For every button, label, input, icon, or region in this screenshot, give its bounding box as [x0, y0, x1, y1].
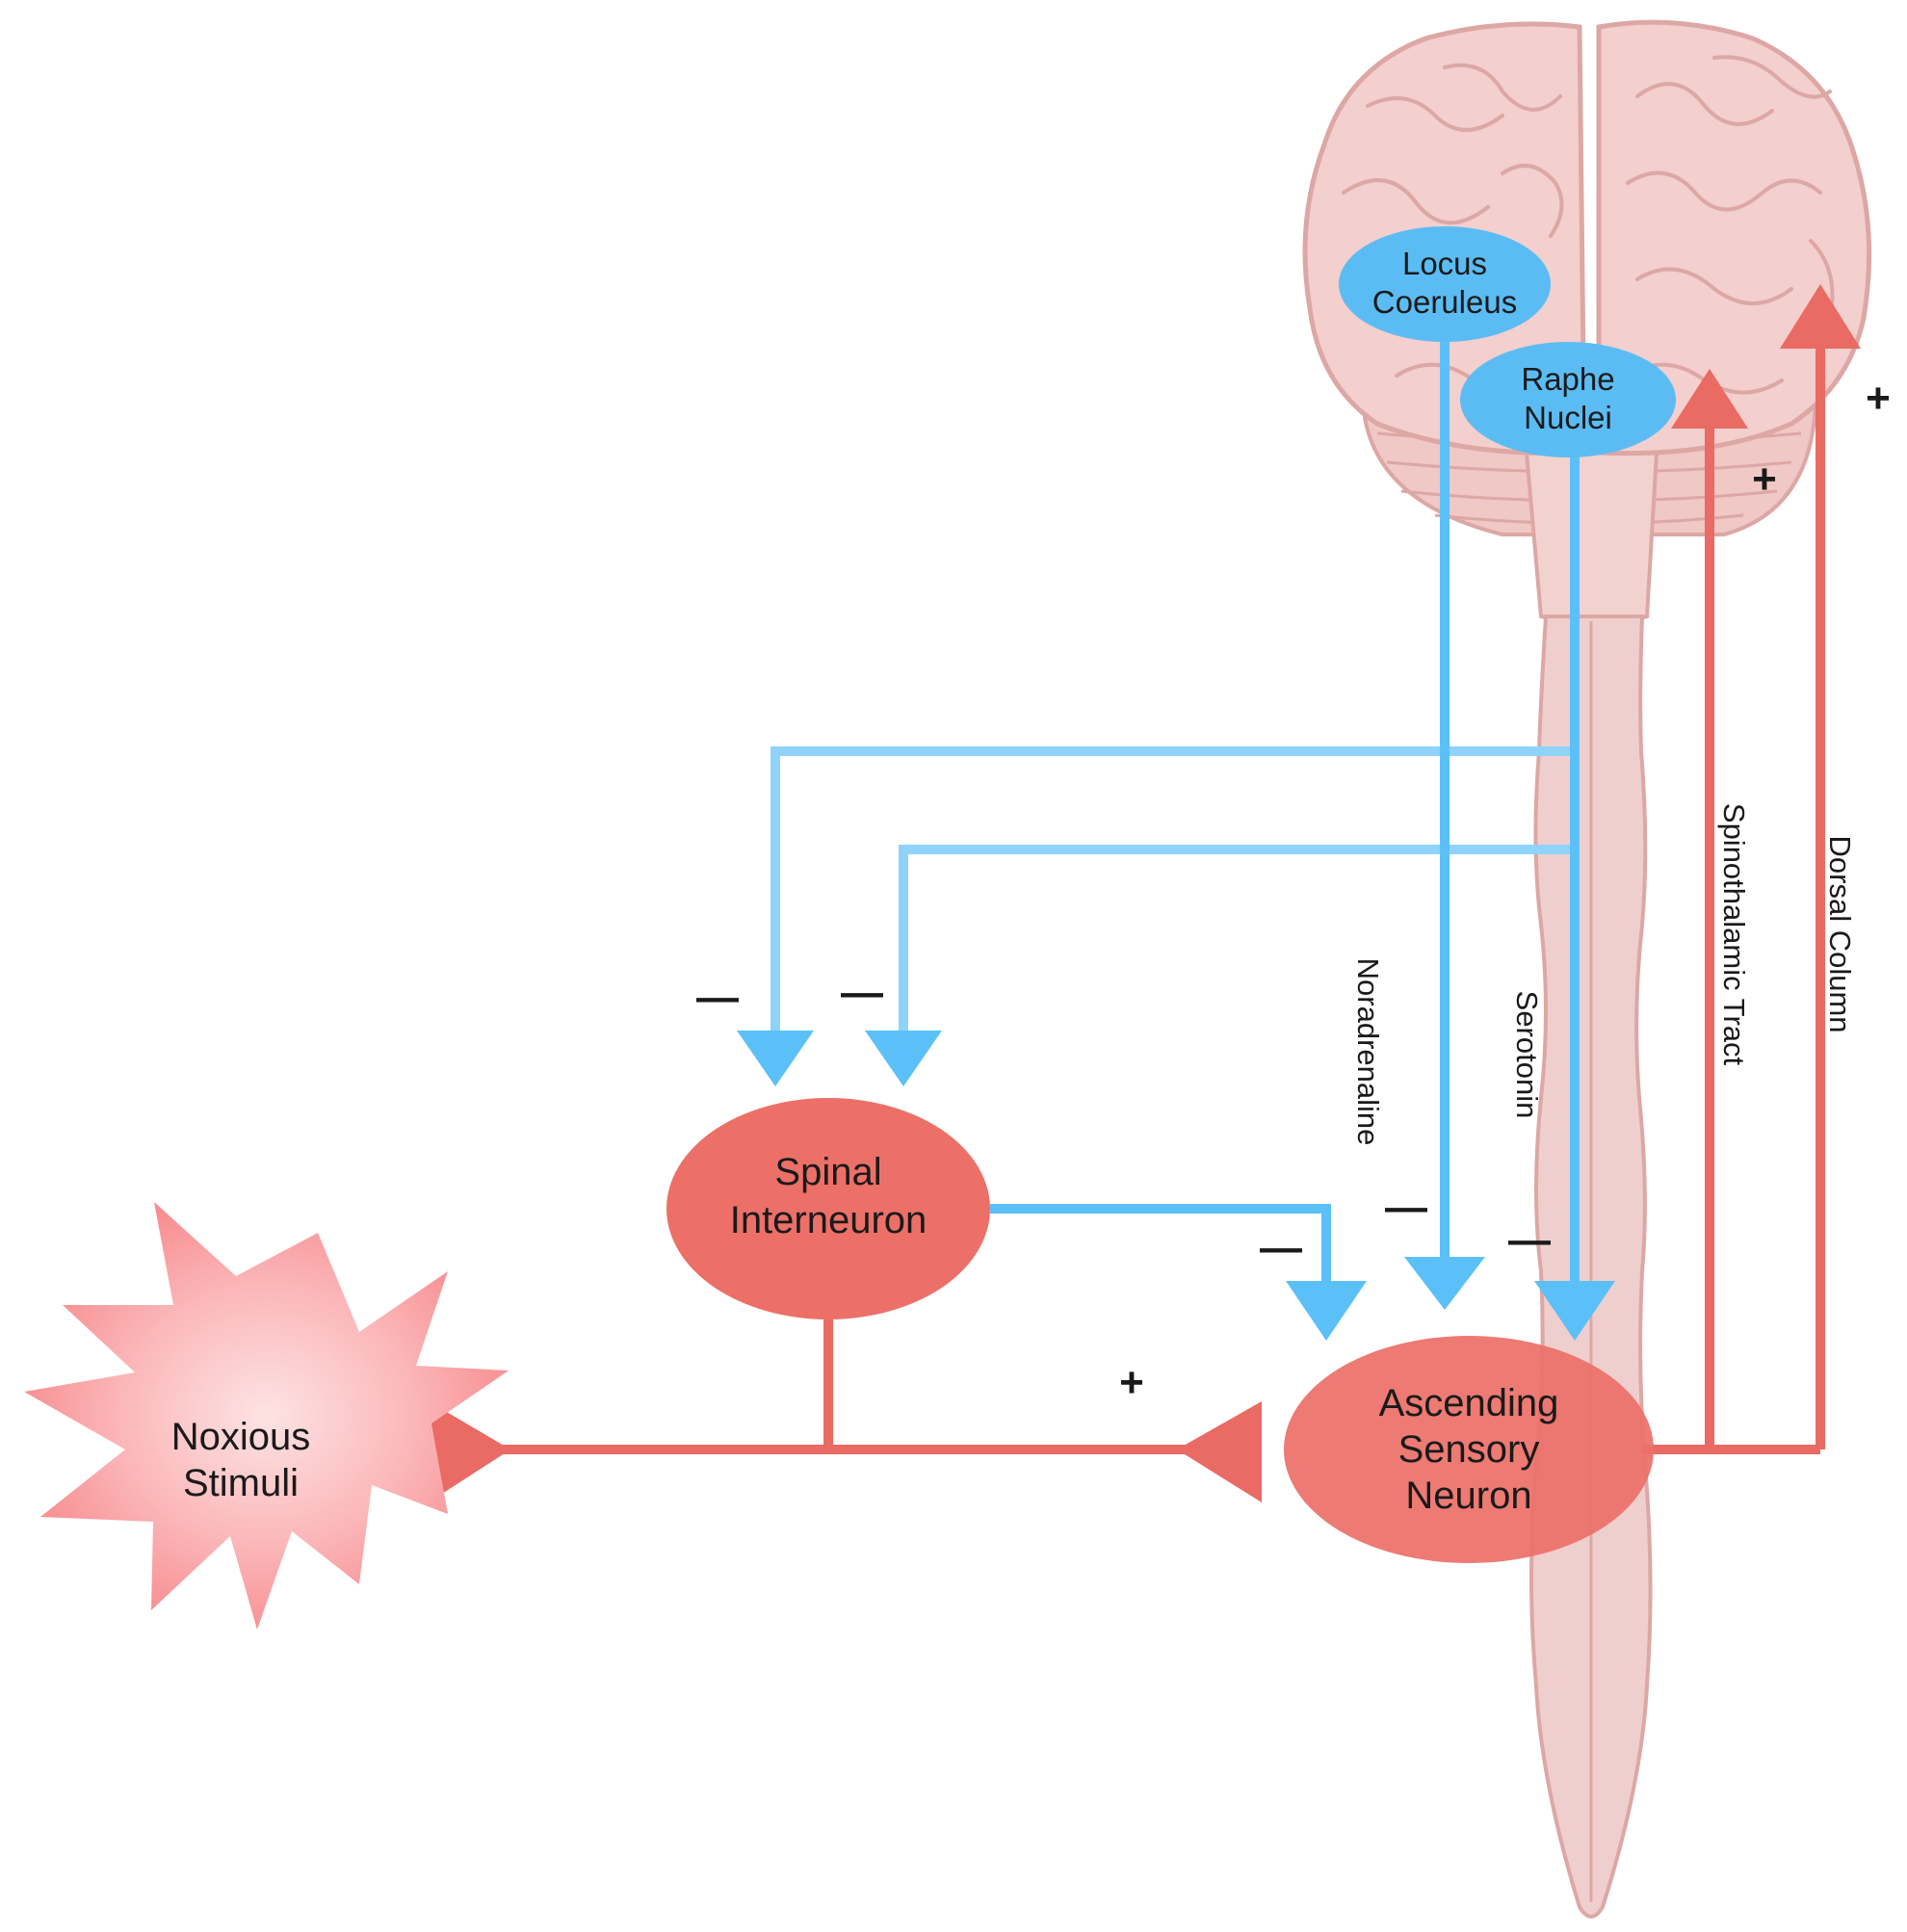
descending-pathways — [771, 327, 1580, 1291]
inhibit-sign-2: — — [841, 969, 883, 1016]
interneuron-output-line — [990, 1204, 1331, 1291]
spinothalamic-arrowhead — [1671, 369, 1748, 429]
stimulus-terminal-arrowhead — [429, 1401, 510, 1502]
dorsal-column-arrowhead — [1780, 284, 1861, 349]
arrowhead-4 — [1404, 1257, 1485, 1310]
inhibit-sign-4: — — [1385, 1184, 1427, 1231]
arrowhead-1 — [737, 1031, 814, 1086]
arrowhead-5 — [1534, 1281, 1615, 1341]
dorsal-column-label: Dorsal Column — [1823, 835, 1857, 1032]
spinal-cord-icon — [1529, 614, 1653, 1919]
excite-sign-spinothalamic: + — [1752, 456, 1777, 503]
ascending-pathways — [1642, 327, 1825, 1454]
spinal-interneuron-label-1: Spinal — [774, 1151, 881, 1193]
arrowhead-2 — [865, 1031, 942, 1086]
locus-coeruleus-label-2: Coeruleus — [1372, 284, 1517, 320]
locus-coeruleus-node — [1339, 226, 1551, 342]
arrowhead-3 — [1286, 1281, 1367, 1341]
inhibit-sign-3: — — [1260, 1224, 1302, 1271]
serotonin-branch-1 — [771, 746, 1575, 1050]
raphe-nuclei-label-1: Raphe — [1521, 361, 1614, 397]
raphe-nuclei-node — [1460, 342, 1676, 457]
sensory-neuron-terminal-arrowhead — [1177, 1401, 1262, 1502]
spinothalamic-tract-label: Spinothalamic Tract — [1717, 803, 1751, 1066]
nociceptive-input — [429, 1315, 1262, 1502]
ascending-sensory-neuron-node — [1284, 1336, 1654, 1563]
excite-sign-dorsal-column: + — [1866, 375, 1891, 422]
inhibit-sign-5: — — [1508, 1216, 1551, 1264]
ascending-sensory-neuron-label-3: Neuron — [1405, 1475, 1531, 1517]
brainstem — [1524, 451, 1659, 626]
raphe-nuclei-label-2: Nuclei — [1524, 400, 1612, 435]
ascending-sensory-neuron-label-1: Ascending — [1379, 1382, 1559, 1424]
serotonin-branch-2 — [899, 845, 1575, 1050]
spinal-interneuron-node — [666, 1098, 990, 1319]
locus-coeruleus-label-1: Locus — [1402, 246, 1487, 281]
serotonin-label: Serotonin — [1510, 991, 1544, 1119]
inhibitory-arrowheads — [737, 1031, 1615, 1341]
excite-sign-input: + — [1119, 1359, 1144, 1406]
noradrenaline-label: Noradrenaline — [1351, 958, 1385, 1146]
spinal-interneuron-label-2: Interneuron — [730, 1199, 927, 1241]
inhibit-sign-1: — — [696, 974, 739, 1021]
ascending-sensory-neuron-label-2: Sensory — [1398, 1428, 1540, 1471]
noxious-stimuli-label-1: Noxious — [171, 1416, 311, 1458]
noxious-stimuli-label-2: Stimuli — [183, 1462, 299, 1504]
starburst-icon — [24, 1202, 509, 1630]
